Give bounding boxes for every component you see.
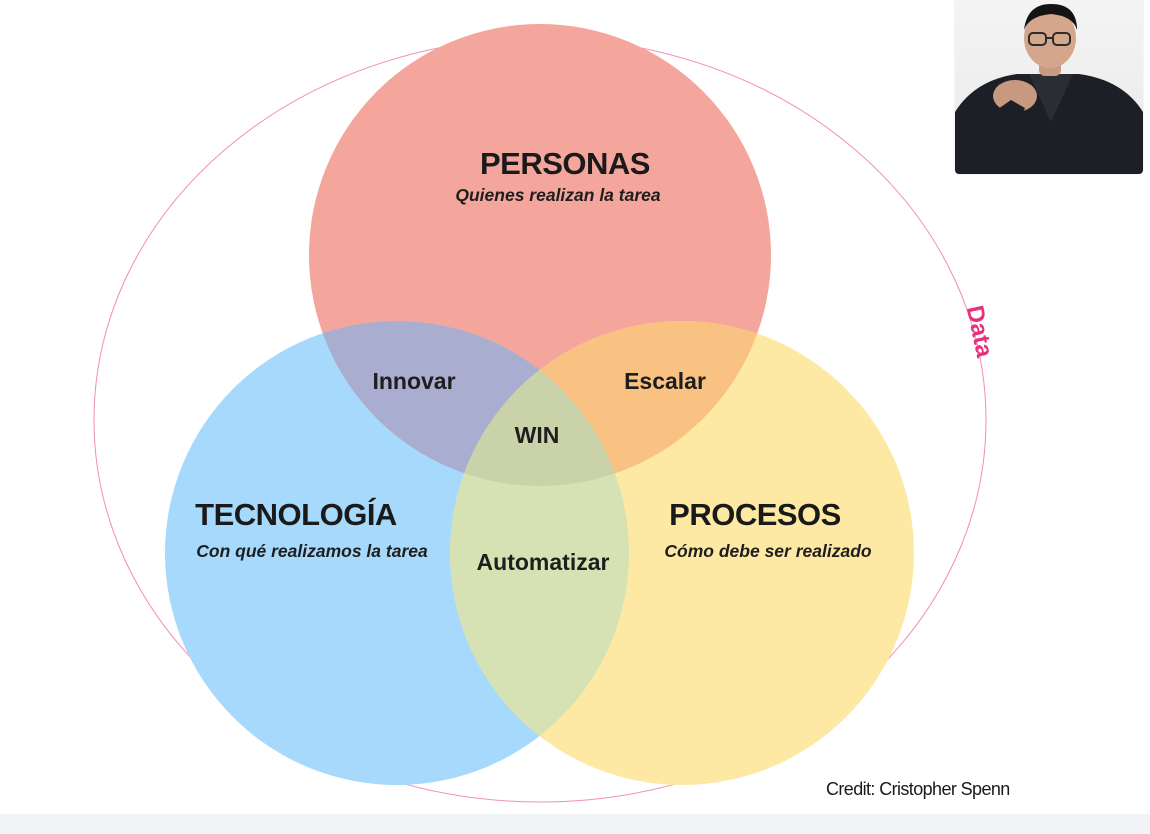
personas-subtitle: Quienes realizan la tarea <box>455 185 661 205</box>
tecnologia-subtitle: Con qué realizamos la tarea <box>196 541 428 561</box>
bottom-bar <box>0 814 1150 834</box>
data-label: Data <box>961 303 998 360</box>
automatizar-label: Automatizar <box>477 549 610 575</box>
procesos-title: PROCESOS <box>669 497 841 532</box>
tecnologia-title: TECNOLOGÍA <box>195 497 397 532</box>
credit-text: Credit: Cristopher Spenn <box>826 779 1010 799</box>
innovar-label: Innovar <box>372 368 455 394</box>
personas-title: PERSONAS <box>480 146 650 181</box>
presenter-video[interactable] <box>955 0 1143 174</box>
win-overlap <box>450 321 629 486</box>
procesos-subtitle: Cómo debe ser realizado <box>664 541 871 561</box>
escalar-label: Escalar <box>624 368 706 394</box>
win-label: WIN <box>515 422 560 448</box>
person-video-icon <box>955 4 1143 174</box>
